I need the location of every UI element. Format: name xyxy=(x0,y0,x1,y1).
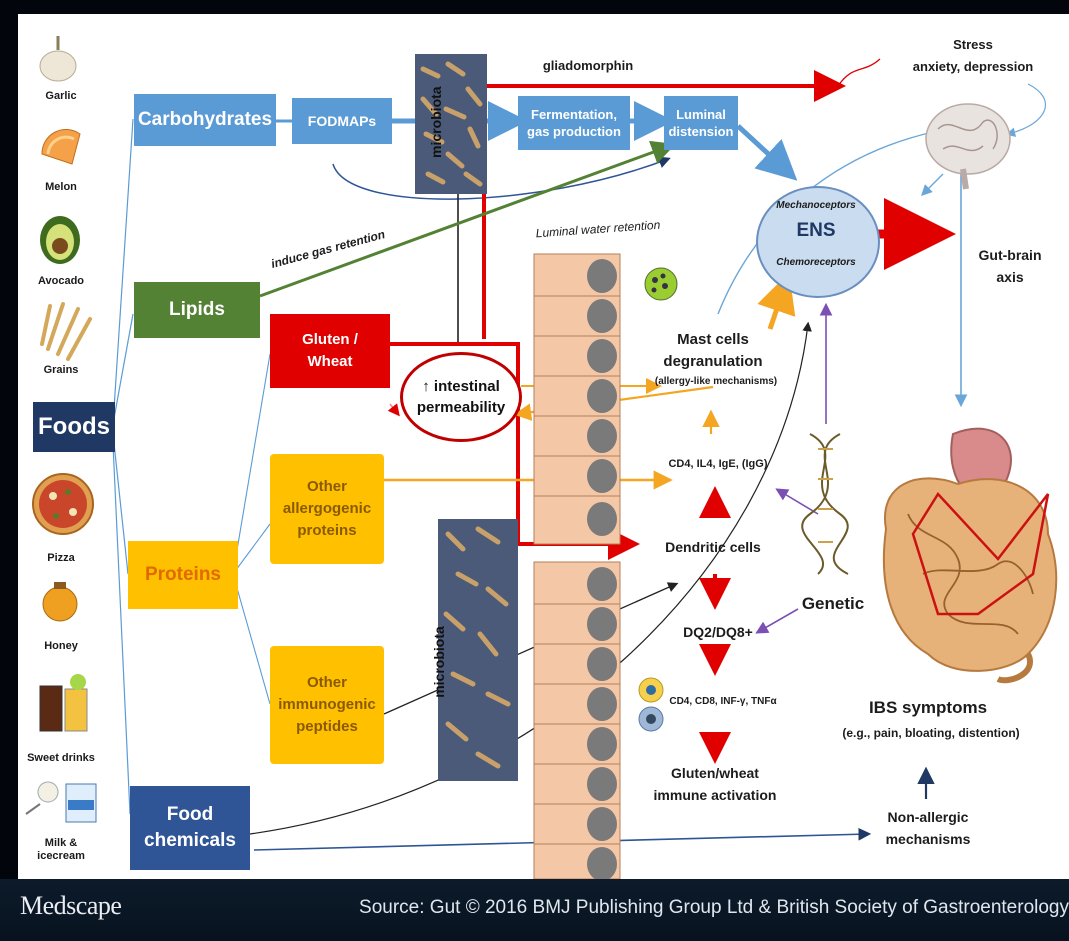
food-label-honey: Honey xyxy=(18,640,104,653)
epithelium-upper xyxy=(534,254,620,544)
microbiota-top-image xyxy=(415,54,487,194)
microbiota-top-label: microbiota xyxy=(428,98,444,158)
food-label-sweet-drinks: Sweet drinks xyxy=(18,752,104,765)
food-label-milk-icecream: Milk & icecream xyxy=(18,837,104,863)
allergy-like-label: (allergy-like mechanisms) xyxy=(636,376,796,387)
milk-icecream-icon xyxy=(26,782,96,822)
lipids-box: Lipids xyxy=(134,282,260,338)
intestines-icon xyxy=(884,429,1056,681)
gluten-wheat-box: Gluten / Wheat xyxy=(270,314,390,388)
luminal-distension-box: Luminal distension xyxy=(664,96,738,150)
epithelium-lower xyxy=(534,562,620,879)
mechanoceptors-label: Mechanoceptors xyxy=(756,200,876,211)
sweet-drinks-icon xyxy=(40,674,87,731)
dq2-dq8-label: DQ2/DQ8+ xyxy=(648,624,788,640)
dna-helix-icon xyxy=(802,434,848,574)
other-allergogenic-box: Other allergogenic proteins xyxy=(270,454,384,564)
grains-icon xyxy=(42,304,90,359)
food-label-grains: Grains xyxy=(18,364,104,377)
proteins-box: Proteins xyxy=(128,541,238,609)
pizza-icon xyxy=(33,474,93,534)
foods-box: Foods xyxy=(33,402,115,452)
mast-cell-icon xyxy=(645,268,677,300)
ibs-symptoms-label: IBS symptoms xyxy=(853,698,1003,718)
gluten-immune-label: Gluten/wheat immune activation xyxy=(630,762,800,806)
honey-icon xyxy=(43,582,77,621)
microbiota-bottom-label: microbiota xyxy=(431,617,447,707)
food-label-avocado: Avocado xyxy=(18,275,104,288)
cd4-il4-label: CD4, IL4, IgE, (IgG) xyxy=(648,458,788,470)
food-label-pizza: Pizza xyxy=(18,552,104,565)
melon-icon xyxy=(42,129,80,164)
garlic-icon xyxy=(40,36,76,81)
chemoreceptors-label: Chemoreceptors xyxy=(756,257,876,268)
brain-icon xyxy=(926,104,1010,189)
carbohydrates-box: Carbohydrates xyxy=(134,94,276,146)
footer-bar: Medscape Source: Gut © 2016 BMJ Publishi… xyxy=(0,879,1069,941)
stress-label: Stress anxiety, depression xyxy=(898,34,1048,78)
genetic-label: Genetic xyxy=(788,594,878,614)
other-immunogenic-box: Other immunogenic peptides xyxy=(270,646,384,764)
food-label-garlic: Garlic xyxy=(18,90,104,103)
medscape-logo: Medscape xyxy=(20,891,121,921)
ibs-examples-label: (e.g., pain, bloating, distention) xyxy=(826,726,1036,740)
mast-cells-label: Mast cells degranulation xyxy=(648,329,778,373)
fermentation-box: Fermentation, gas production xyxy=(518,96,630,150)
fodmaps-box: FODMAPs xyxy=(292,98,392,144)
cd4-cd8-label: CD4, CD8, INF-γ, TNFα xyxy=(658,696,788,707)
gut-brain-label: Gut-brain axis xyxy=(968,244,1052,288)
avocado-icon xyxy=(40,216,80,264)
microbiota-bottom-image xyxy=(438,519,518,781)
dendritic-cells-label: Dendritic cells xyxy=(648,539,778,555)
intestinal-permeability-node: ↑ intestinal permeability xyxy=(400,352,522,442)
food-chemicals-box: Food chemicals xyxy=(130,786,250,870)
gliadomorphin-label: gliadomorphin xyxy=(508,58,668,73)
non-allergic-label: Non-allergic mechanisms xyxy=(863,806,993,850)
ens-label: ENS xyxy=(756,220,876,242)
source-caption: Source: Gut © 2016 BMJ Publishing Group … xyxy=(359,897,1069,919)
diagram-panel: Garlic Melon Avocado Grains Pizza Honey … xyxy=(18,14,1069,879)
food-label-melon: Melon xyxy=(18,181,104,194)
